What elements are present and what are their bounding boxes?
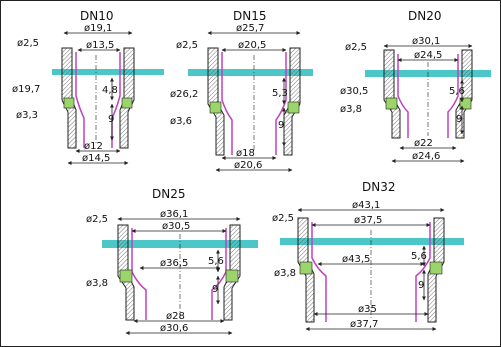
seal-profile-right [447, 54, 459, 138]
fitting-dn15: DN15 ø25,7 ø20,5 ø2,5 ø26,2 ø3,6 5,3 9 ø… [170, 9, 313, 172]
oring-right [287, 101, 300, 114]
oring-right [121, 97, 133, 109]
dim-top-outer: ø43,1 [352, 200, 380, 211]
dim-top-inner: ø30,5 [162, 221, 190, 232]
oring-left [209, 101, 222, 114]
dim-left-mid: ø26,2 [170, 89, 198, 100]
dim-v1: 5,6 [411, 251, 427, 262]
seal-profile [397, 54, 409, 138]
dim-top-outer: ø36,1 [160, 209, 188, 220]
dim-bot-outer: ø20,6 [234, 160, 262, 171]
seal-profile [221, 52, 233, 155]
seal-profile-right [415, 222, 431, 322]
oring-left [385, 97, 398, 110]
fitting-dn32: DN32 ø43,1 ø37,5 ø2,5 ø43,5 ø3,8 5,6 9 ø… [272, 180, 464, 331]
fitting-title: DN32 [362, 180, 396, 194]
dim-left-mid: ø19,7 [12, 84, 40, 95]
dim-bot-inner: ø28 [166, 311, 185, 322]
dim-bot-inner: ø22 [414, 138, 433, 149]
dim-top-inner: ø37,5 [354, 215, 382, 226]
pipe-bar [280, 238, 464, 245]
dim-left-top: ø2,5 [17, 38, 39, 49]
fitting-dn25: DN25 ø36,1 ø30,5 ø2,5 ø36,5 ø3,8 5,6 9 ø… [86, 187, 258, 335]
oring-right [429, 261, 443, 275]
dim-bot-outer: ø37,7 [350, 319, 378, 330]
dim-v1: 5,3 [272, 88, 288, 99]
seal-profile [75, 52, 85, 148]
dim-top-inner: ø24,5 [414, 50, 442, 61]
dim-v2: 9 [278, 120, 284, 131]
dim-left-bot: ø3,6 [170, 116, 192, 127]
dim-v2: 9 [108, 114, 114, 125]
dim-bot-inner: ø18 [236, 148, 255, 159]
fitting-dn20: DN20 ø30,1 ø24,5 ø2,5 ø30,5 ø3,8 5,6 9 ø… [340, 9, 491, 163]
dim-v1: 5,6 [449, 86, 465, 97]
dim-mid-inner: ø43,5 [342, 254, 370, 265]
dim-v1: 5,6 [208, 256, 224, 267]
dim-v2: 9 [212, 284, 218, 295]
dim-left-bot: ø3,8 [86, 278, 108, 289]
dim-bot-inner: ø12 [84, 141, 103, 152]
dim-left-bot: ø3,8 [274, 268, 296, 279]
pipe-bar [188, 69, 313, 76]
dim-v2: 9 [456, 114, 462, 125]
oring-left [63, 97, 75, 109]
dim-bot-outer: ø30,6 [160, 323, 188, 334]
fitting-title: DN20 [408, 9, 442, 23]
dim-top-inner: ø13,5 [86, 40, 114, 51]
dim-top-outer: ø19,1 [84, 23, 112, 34]
oring-left [119, 269, 133, 283]
oring-right [459, 97, 472, 110]
dim-left-top: ø2,5 [86, 214, 108, 225]
dim-bot-outer: ø24,6 [412, 151, 440, 162]
oring-right [225, 269, 239, 283]
dim-bot-inner: ø35 [358, 304, 377, 315]
pipe-bar [52, 69, 164, 75]
seal-profile [311, 222, 327, 322]
fitting-title: DN25 [152, 187, 186, 201]
dim-left-top: ø2,5 [345, 42, 367, 53]
dim-left-top: ø2,5 [272, 213, 294, 224]
seal-profile-right [111, 52, 121, 148]
oring-left [299, 261, 313, 275]
dim-left-mid: ø30,5 [340, 86, 368, 97]
fitting-dn10: DN10 ø19,1 ø13,5 ø2,5 ø19,7 ø3,3 4,8 9 [12, 9, 164, 165]
dim-mid-inner: ø36,5 [160, 258, 188, 269]
fitting-title: DN15 [233, 9, 267, 23]
dim-top-inner: ø20,5 [238, 40, 266, 51]
dim-left-bot: ø3,3 [16, 110, 38, 121]
fitting-title: DN10 [80, 9, 114, 23]
dim-top-outer: ø25,7 [236, 23, 264, 34]
dim-left-bot: ø3,8 [340, 104, 362, 115]
dim-left-top: ø2,5 [176, 40, 198, 51]
dim-top-outer: ø30,1 [412, 36, 440, 47]
dim-v2: 9 [418, 280, 424, 291]
dim-bot-outer: ø14,5 [82, 153, 110, 164]
dim-v1: 4,8 [102, 85, 118, 96]
